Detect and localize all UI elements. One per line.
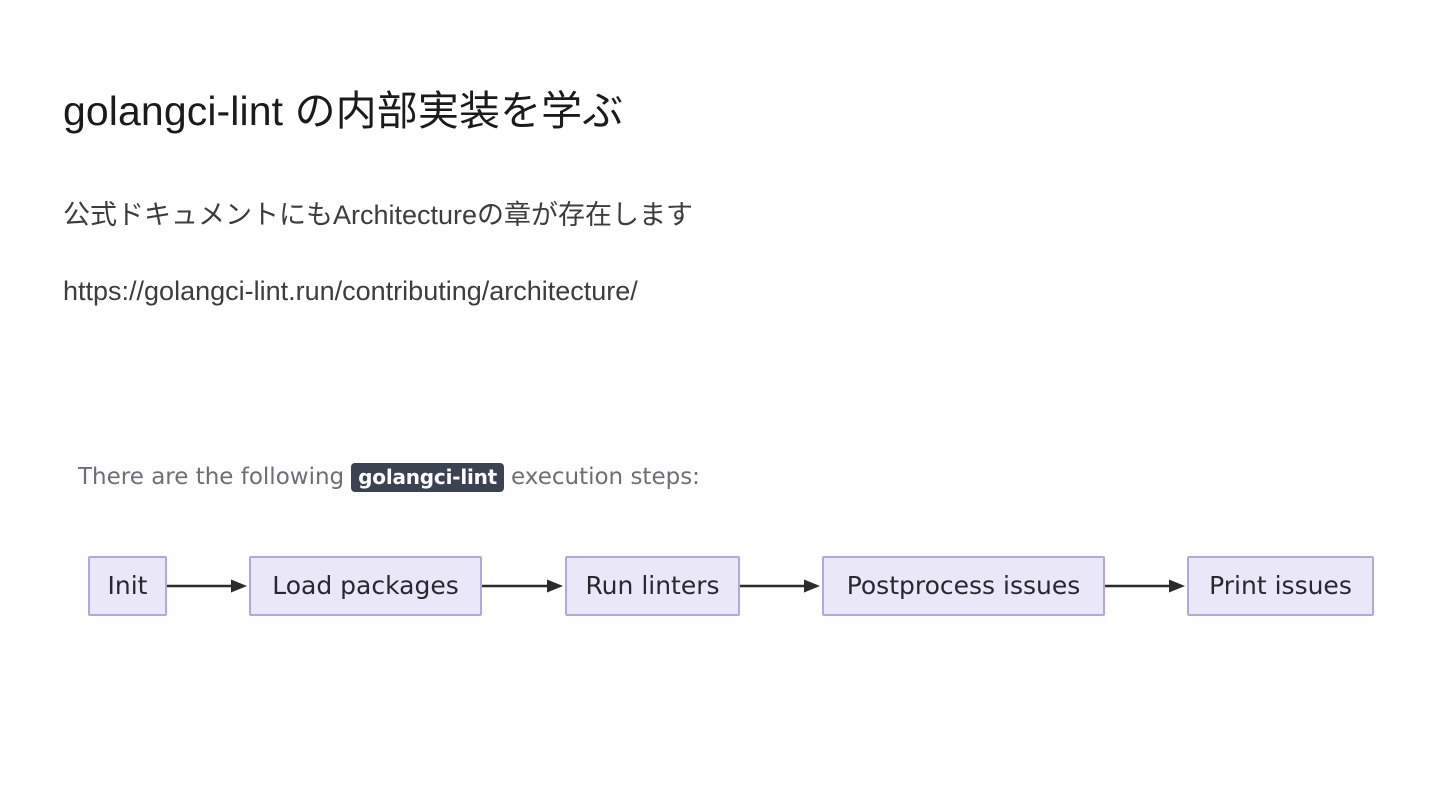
caption-prefix: There are the following — [78, 464, 345, 490]
documentation-screenshot: There are the following golangci-lint ex… — [63, 445, 1383, 650]
diagram-caption: There are the following golangci-lint ex… — [78, 463, 700, 492]
caption-suffix: execution steps: — [511, 464, 700, 490]
flow-arrow-init-to-load — [167, 577, 249, 595]
flow-node-load-packages: Load packages — [249, 555, 482, 616]
flowchart-row: Init Load packages Run linters — [88, 548, 1374, 623]
flow-node-run-linters: Run linters — [565, 555, 740, 616]
flow-arrow-run-to-postprocess — [740, 577, 822, 595]
flow-node-init: Init — [88, 555, 167, 616]
page-title: golangci-lint の内部実装を学ぶ — [63, 88, 624, 134]
flow-node-postprocess-issues: Postprocess issues — [822, 555, 1105, 616]
flow-node-print-issues: Print issues — [1187, 555, 1374, 616]
flow-arrow-load-to-run — [482, 577, 565, 595]
code-badge-golangci-lint: golangci-lint — [351, 463, 505, 492]
flow-arrow-postprocess-to-print — [1105, 577, 1187, 595]
execution-steps-flowchart: Init Load packages Run linters — [88, 548, 1393, 623]
body-text-link: https://golangci-lint.run/contributing/a… — [63, 276, 638, 306]
body-text-line-1: 公式ドキュメントにもArchitectureの章が存在します — [63, 200, 694, 230]
